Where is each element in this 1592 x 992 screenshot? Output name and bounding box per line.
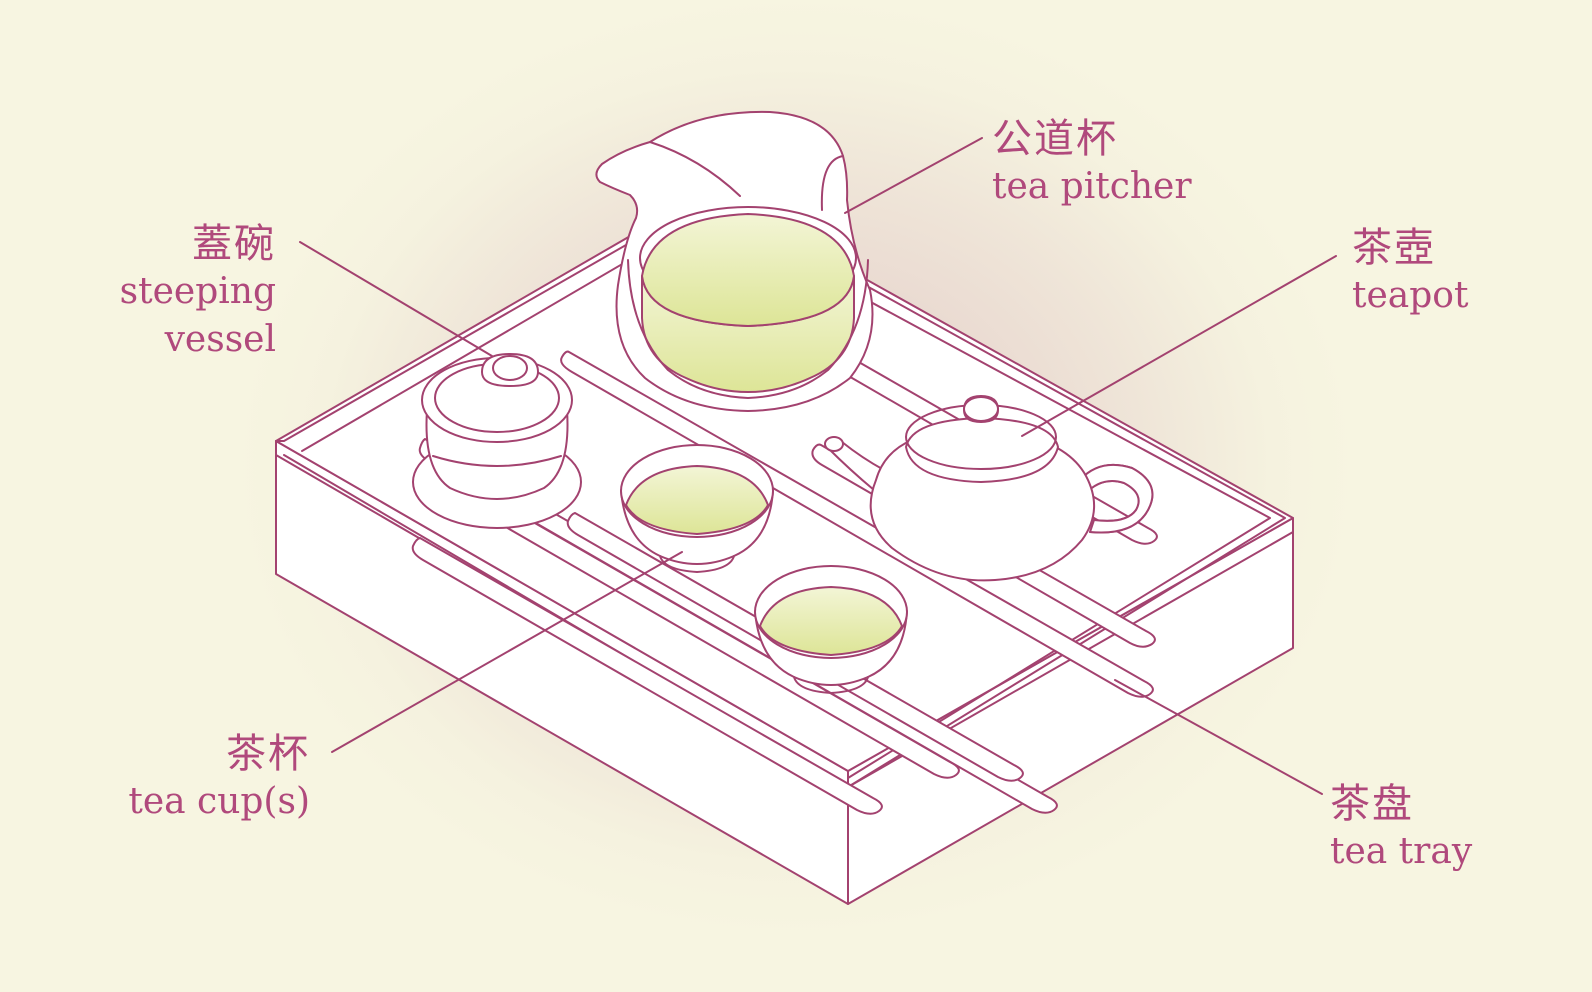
label-tea-tray-en: tea tray [1330, 831, 1473, 872]
tea-pitcher [595, 110, 874, 412]
gaiwan [412, 353, 582, 529]
callout-lines [299, 137, 1337, 795]
label-tea-pitcher: 公道杯 tea pitcher [992, 115, 1192, 211]
teapot [824, 395, 1154, 582]
leader-teapot [1021, 255, 1337, 437]
label-tea-pitcher-en: tea pitcher [992, 166, 1192, 207]
label-steeping-vessel-zh: 蓋碗 [192, 221, 276, 267]
label-steeping-vessel-en-2: vessel [164, 319, 276, 360]
tea-cup-2 [754, 565, 908, 694]
leader-pitcher [844, 137, 983, 214]
label-teapot-zh: 茶壺 [1352, 225, 1436, 271]
leader-tray [1114, 679, 1323, 795]
label-tea-tray: 茶盘 tea tray [1330, 780, 1472, 876]
label-tea-cups-en: tea cup(s) [128, 781, 310, 822]
label-steeping-vessel: 蓋碗 steeping vessel [100, 220, 276, 364]
label-teapot: 茶壺 teapot [1352, 224, 1468, 320]
label-steeping-vessel-en-1: steeping [119, 271, 276, 312]
label-teapot-en: teapot [1352, 275, 1469, 316]
label-tea-cups: 茶杯 tea cup(s) [100, 730, 310, 826]
leader-gaiwan [299, 241, 493, 357]
label-tea-tray-zh: 茶盘 [1330, 781, 1414, 827]
leader-cups [331, 551, 683, 753]
label-tea-pitcher-zh: 公道杯 [992, 116, 1118, 162]
label-tea-cups-zh: 茶杯 [226, 731, 310, 777]
tea-cup-1 [620, 444, 774, 573]
